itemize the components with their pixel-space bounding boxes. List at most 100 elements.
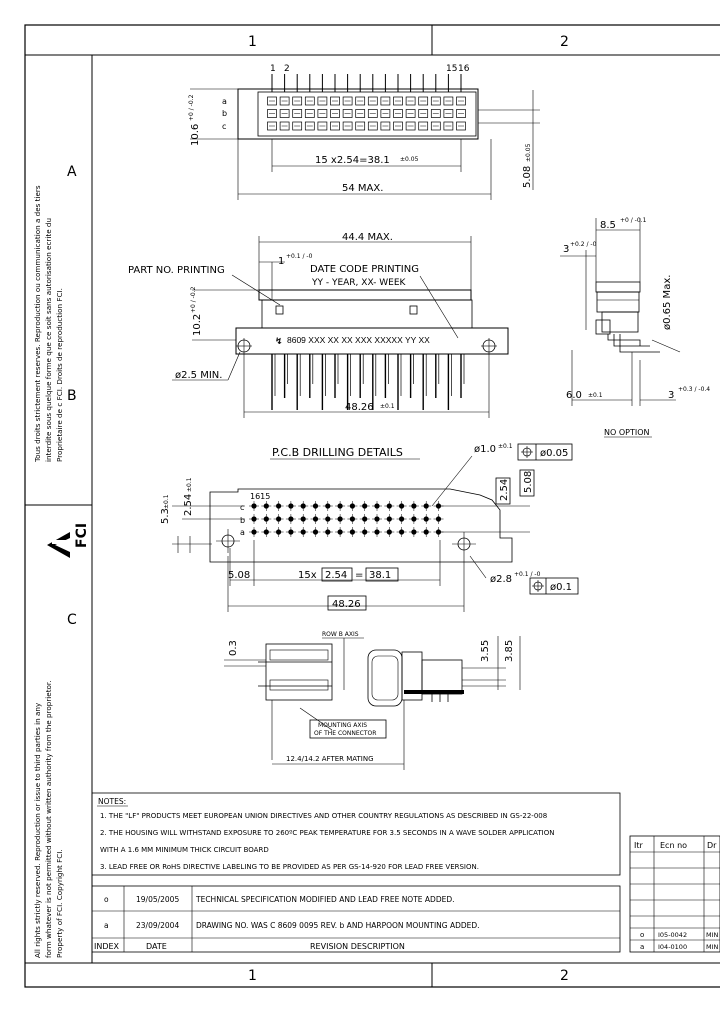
- svg-text:±0.05: ±0.05: [525, 143, 532, 162]
- zone-top-2: 2: [560, 34, 569, 50]
- svg-text:INDEX: INDEX: [94, 942, 120, 951]
- svg-text:10.2: 10.2: [192, 314, 203, 336]
- svg-text:ø2.8: ø2.8: [490, 574, 512, 585]
- top-view-contact: [456, 121, 466, 131]
- top-view-contact: [405, 96, 416, 106]
- svg-text:+0.3 / -0.4: +0.3 / -0.4: [678, 386, 710, 393]
- svg-text:+0.2 / -0: +0.2 / -0: [570, 241, 597, 248]
- zone-bottom-1: 1: [248, 968, 257, 984]
- svg-text:OF THE CONNECTOR: OF THE CONNECTOR: [314, 730, 376, 737]
- top-view-contact: [456, 109, 466, 118]
- svg-text:2.54: 2.54: [499, 479, 510, 501]
- svg-text:c: c: [240, 503, 244, 512]
- svg-text:1: 1: [270, 64, 276, 74]
- svg-text:REVISION DESCRIPTION: REVISION DESCRIPTION: [310, 942, 405, 951]
- svg-text:WITH A 1.6 MM MINIMUM THICK CI: WITH A 1.6 MM MINIMUM THICK CIRCUIT BOAR…: [100, 846, 269, 854]
- zone-left-b: B: [67, 388, 77, 404]
- svg-text:a: a: [222, 97, 227, 106]
- ecn-table: Itr Ecn no Dr o I05-0042 MIN a I04-0100 …: [629, 835, 720, 953]
- svg-text:Ecn no: Ecn no: [660, 841, 687, 850]
- svg-text:b: b: [240, 516, 245, 525]
- svg-text:PART NO. PRINTING: PART NO. PRINTING: [128, 265, 225, 276]
- svg-text:c: c: [222, 122, 226, 131]
- svg-text:ø0.65 Max.: ø0.65 Max.: [662, 275, 673, 330]
- top-view-contact: [393, 121, 403, 131]
- svg-text:+0.1 / -0: +0.1 / -0: [286, 253, 313, 260]
- svg-text:interdite sous quelque forme q: interdite sous quelque forme que ce soit…: [44, 218, 53, 462]
- top-view-contact: [418, 121, 429, 131]
- svg-text:8.5: 8.5: [600, 220, 616, 231]
- side-view: 8.5 +0 / -0.1 3 +0.2 / -0 ø0.65 Max. 6.0…: [560, 217, 710, 438]
- svg-text:P.C.B DRILLING DETAILS: P.C.B DRILLING DETAILS: [272, 446, 403, 459]
- top-view-contact: [267, 109, 277, 118]
- svg-text:I05-0042: I05-0042: [658, 931, 687, 939]
- top-view-contact: [418, 96, 429, 106]
- top-view-contact: [267, 121, 277, 131]
- svg-text:I04-0100: I04-0100: [658, 943, 687, 951]
- top-view-contact: [330, 96, 340, 106]
- top-view-contact: [380, 96, 391, 106]
- svg-text:5.08: 5.08: [228, 570, 250, 581]
- top-view-contact: [317, 96, 328, 106]
- svg-text:Proprietaire de c FCI. Droits: Proprietaire de c FCI. Droits de reprodu…: [55, 288, 64, 462]
- zone-left-a: A: [67, 164, 77, 180]
- svg-text:3.55: 3.55: [480, 640, 491, 662]
- svg-text:1615: 1615: [250, 492, 270, 501]
- svg-text:3. LEAD FREE OR RoHS DIRECTIVE: 3. LEAD FREE OR RoHS DIRECTIVE LABELING …: [100, 863, 479, 871]
- svg-text:a: a: [640, 943, 644, 951]
- top-view-contact: [330, 109, 340, 118]
- svg-text:Itr: Itr: [634, 841, 643, 850]
- svg-text:a: a: [240, 528, 245, 537]
- svg-text:16: 16: [458, 64, 470, 74]
- notes-block: NOTES: 1. THE "LF" PRODUCTS MEET EUROPEA…: [91, 792, 621, 876]
- top-view-contact: [430, 96, 441, 106]
- top-view-contact: [443, 96, 454, 106]
- svg-text:44.4 MAX.: 44.4 MAX.: [342, 232, 393, 243]
- svg-text:2.54: 2.54: [325, 570, 347, 581]
- top-view-contact: [317, 121, 328, 131]
- svg-text:TECHNICAL SPECIFICATION MODIFI: TECHNICAL SPECIFICATION MODIFIED AND LEA…: [195, 895, 455, 904]
- front-view: 44.4 MAX. 1 +0.1 / -0 PART NO. PRINTING …: [128, 232, 509, 418]
- top-view-contact: [405, 109, 416, 118]
- svg-text:2: 2: [284, 64, 290, 74]
- svg-text:5.08: 5.08: [522, 166, 533, 188]
- svg-text:ø0.1: ø0.1: [550, 582, 572, 593]
- top-view-contact: [342, 121, 353, 131]
- top-view-contact: [292, 121, 303, 131]
- inner-frame: [91, 54, 720, 964]
- svg-text:19/05/2005: 19/05/2005: [136, 895, 179, 904]
- svg-text:form whatever is not permitted: form whatever is not permitted without w…: [44, 681, 53, 959]
- top-view-contact: [267, 96, 277, 106]
- svg-text:Property of FCI. Copyright FC: Property of FCI. Copyright FCI.: [55, 849, 64, 958]
- top-view-contact: [443, 121, 454, 131]
- svg-text:±0.1: ±0.1: [588, 392, 603, 399]
- svg-text:ø2.5 MIN.: ø2.5 MIN.: [175, 370, 222, 381]
- svg-text:1: 1: [278, 256, 284, 267]
- svg-text:Dr: Dr: [707, 841, 717, 850]
- svg-text:+0 / -0.2: +0 / -0.2: [190, 286, 197, 313]
- svg-text:5.3: 5.3: [160, 508, 171, 524]
- svg-text:NOTES:: NOTES:: [98, 797, 126, 806]
- svg-text:23/09/2004: 23/09/2004: [136, 921, 179, 930]
- mounting-view: ROW B AXIS 0.3 3.55 3.85 MOUNTING AXIS O…: [224, 631, 521, 770]
- svg-text:b: b: [222, 109, 227, 118]
- top-view-contact: [456, 96, 466, 106]
- svg-text:2.54: 2.54: [183, 494, 194, 516]
- svg-text:+0 / -0.2: +0 / -0.2: [188, 94, 195, 121]
- svg-text:48.26: 48.26: [345, 402, 374, 413]
- svg-text:12.4/14.2 AFTER MATING: 12.4/14.2 AFTER MATING: [286, 755, 374, 763]
- zone-bottom-2: 2: [560, 968, 569, 984]
- svg-text:=: =: [355, 570, 363, 581]
- svg-text:+0.1 / -0: +0.1 / -0: [514, 571, 541, 578]
- svg-text:0.3: 0.3: [228, 640, 239, 656]
- top-view-contact: [304, 109, 315, 118]
- top-view-contact: [380, 121, 391, 131]
- top-view-contact: [393, 109, 403, 118]
- top-view-contact: [342, 109, 353, 118]
- svg-text:ø1.0: ø1.0: [474, 444, 496, 455]
- top-view-contact: [367, 96, 378, 106]
- svg-text:±0.05: ±0.05: [400, 156, 419, 163]
- svg-text:±0.1: ±0.1: [498, 443, 513, 450]
- svg-text:NO OPTION: NO OPTION: [604, 428, 649, 437]
- top-view-contact: [380, 109, 391, 118]
